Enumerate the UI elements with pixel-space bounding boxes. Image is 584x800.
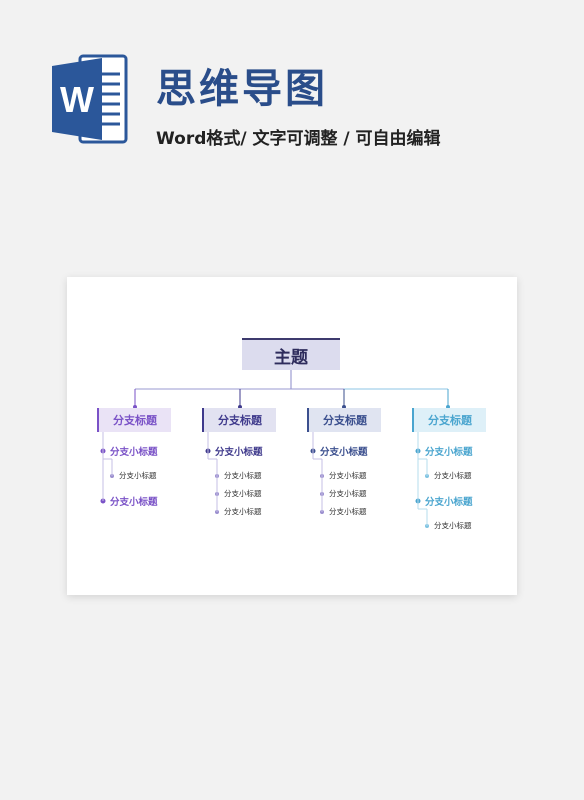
- leaf-label[interactable]: 分支小标题: [434, 521, 472, 530]
- leaf-label[interactable]: 分支小标题: [224, 489, 262, 498]
- branch-title[interactable]: 分支标题: [307, 408, 381, 432]
- subtopic-label[interactable]: 分支小标题: [320, 447, 368, 458]
- leaf-label[interactable]: 分支小标题: [329, 471, 367, 480]
- subtopic-label[interactable]: 分支小标题: [110, 497, 158, 508]
- subtopic-label[interactable]: 分支小标题: [110, 447, 158, 458]
- page-subtitle: Word格式/ 文字可调整 / 可自由编辑: [156, 129, 441, 149]
- page-title: 思维导图: [156, 66, 328, 112]
- word-icon-letter: W: [60, 79, 94, 120]
- leaf-label[interactable]: 分支小标题: [329, 507, 367, 516]
- leaf-label[interactable]: 分支小标题: [119, 471, 157, 480]
- leaf-label[interactable]: 分支小标题: [224, 507, 262, 516]
- leaf-label[interactable]: 分支小标题: [224, 471, 262, 480]
- word-icon: W: [52, 54, 128, 144]
- branch-title[interactable]: 分支标题: [202, 408, 276, 432]
- subtopic-label[interactable]: 分支小标题: [425, 497, 473, 508]
- leaf-label[interactable]: 分支小标题: [434, 471, 472, 480]
- subtopic-label[interactable]: 分支小标题: [425, 447, 473, 458]
- branch-title[interactable]: 分支标题: [412, 408, 486, 432]
- connector-lines: [100, 366, 450, 528]
- mindmap-card: 主题 分支标题分支小标题分支小标题分支小标题分支标题分支小标题分支小标题分支小标…: [67, 277, 517, 595]
- subtopic-label[interactable]: 分支小标题: [215, 447, 263, 458]
- root-topic[interactable]: 主题: [242, 338, 340, 370]
- leaf-label[interactable]: 分支小标题: [329, 489, 367, 498]
- branch-title[interactable]: 分支标题: [97, 408, 171, 432]
